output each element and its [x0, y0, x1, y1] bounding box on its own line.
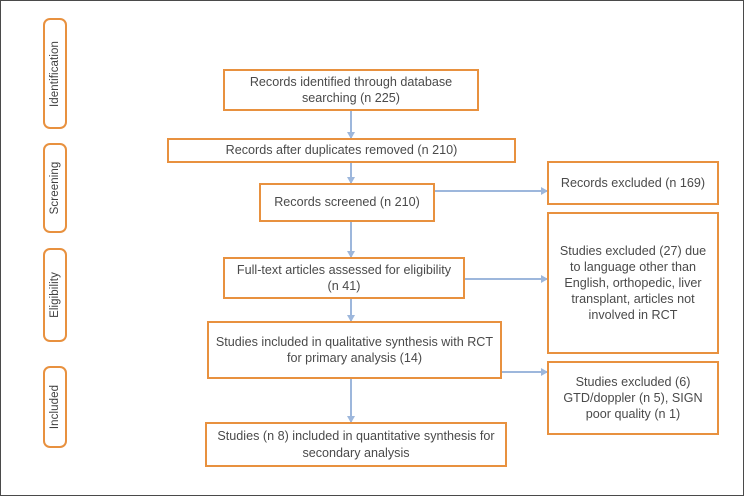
stage-label-eligibility-text: Eligibility — [49, 272, 61, 318]
flow-box-full-text-assessed-text: Full-text articles assessed for eligibil… — [236, 262, 452, 293]
flow-box-qualitative-synthesis: Studies included in qualitative synthesi… — [207, 321, 502, 379]
flow-box-records-excluded-text: Records excluded (n 169) — [560, 175, 706, 190]
flow-box-records-screened: Records screened (n 210) — [259, 183, 435, 222]
flow-box-studies-excluded-27: Studies excluded (27) due to language ot… — [547, 212, 719, 354]
stage-label-included-text: Included — [49, 384, 61, 430]
flow-box-studies-excluded-6: Studies excluded (6) GTD/doppler (n 5), … — [547, 361, 719, 435]
connector-identified-to-duplicates — [350, 111, 352, 138]
stage-label-eligibility: Eligibility — [43, 248, 67, 342]
flow-box-full-text-assessed: Full-text articles assessed for eligibil… — [223, 257, 465, 299]
stage-label-screening-text: Screening — [49, 161, 61, 215]
connector-fulltext-to-qualitative — [350, 299, 352, 321]
connector-screened-to-fulltext — [350, 222, 352, 257]
stage-label-identification-text: Identification — [49, 40, 61, 107]
flow-box-records-screened-text: Records screened (n 210) — [274, 195, 420, 210]
connector-qualitative-to-studies-excluded-6 — [502, 371, 547, 373]
flow-box-records-identified-text: Records identified through database sear… — [249, 74, 453, 105]
connector-fulltext-to-studies-excluded-27 — [465, 278, 547, 280]
flow-box-quantitative-synthesis-text: Studies (n 8) included in quantitative s… — [217, 429, 495, 460]
stage-label-screening: Screening — [43, 143, 67, 233]
stage-label-included: Included — [43, 366, 67, 448]
flow-box-records-excluded: Records excluded (n 169) — [547, 161, 719, 205]
connector-screened-to-records-excluded — [435, 190, 547, 192]
flow-box-studies-excluded-27-text: Studies excluded (27) due to language ot… — [559, 243, 707, 323]
connector-duplicates-to-screened — [350, 163, 352, 183]
flow-box-records-after-duplicates-text: Records after duplicates removed (n 210) — [225, 143, 458, 158]
flow-box-qualitative-synthesis-text: Studies included in qualitative synthesi… — [215, 334, 494, 365]
flow-box-records-after-duplicates: Records after duplicates removed (n 210) — [167, 138, 516, 163]
connector-qualitative-to-quantitative — [350, 379, 352, 422]
stage-label-identification: Identification — [43, 18, 67, 129]
flow-box-studies-excluded-6-text: Studies excluded (6) GTD/doppler (n 5), … — [563, 374, 703, 422]
flow-box-records-identified: Records identified through database sear… — [223, 69, 479, 111]
flow-box-quantitative-synthesis: Studies (n 8) included in quantitative s… — [205, 422, 507, 467]
